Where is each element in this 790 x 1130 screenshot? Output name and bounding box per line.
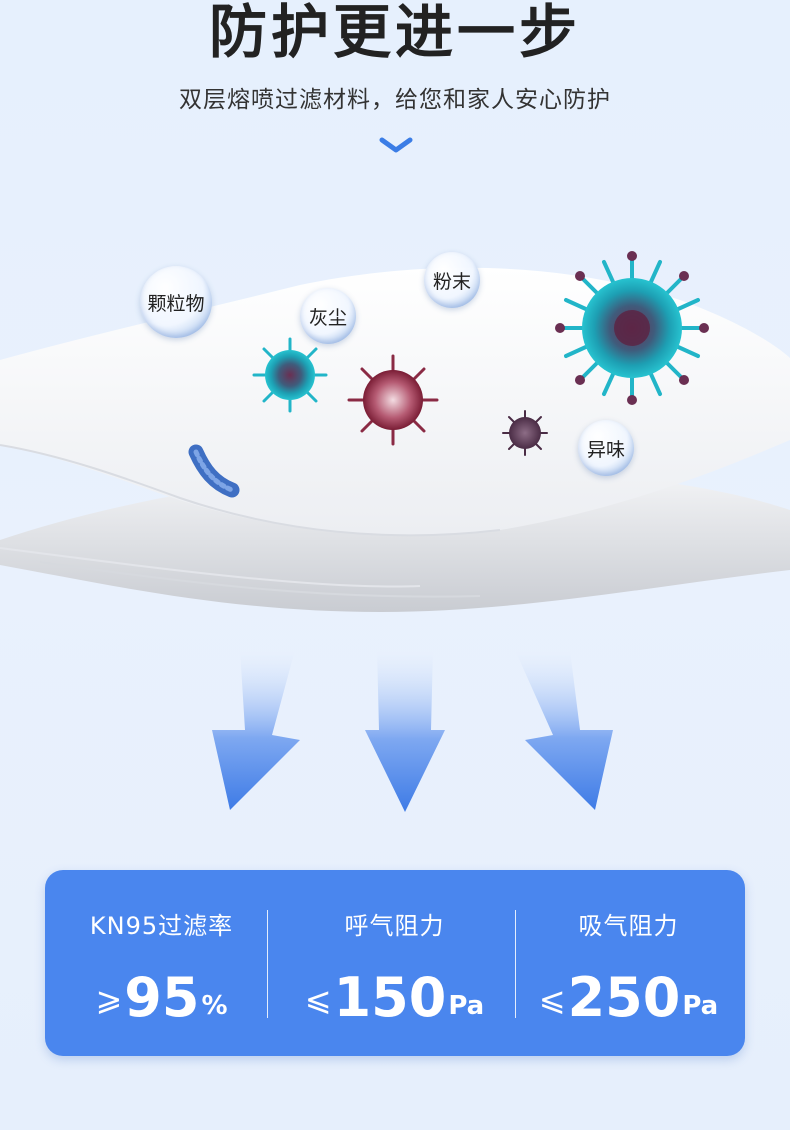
label-bubble-dust: 灰尘 bbox=[300, 288, 356, 344]
label-bubble-particles: 颗粒物 bbox=[140, 266, 212, 338]
stat-label: 呼气阻力 bbox=[344, 912, 445, 940]
stat-unit: % bbox=[201, 991, 228, 1021]
virus-cyan-small-icon bbox=[252, 337, 328, 413]
chevron-down-icon bbox=[379, 137, 413, 153]
airflow-arrow-icon bbox=[365, 650, 445, 812]
airflow-arrow-icon bbox=[212, 650, 300, 810]
virus-red-icon bbox=[347, 354, 439, 446]
stat-number: 250 bbox=[567, 966, 681, 1029]
label-bubble-odor: 异味 bbox=[578, 420, 634, 476]
stat-comparator: ⩾ bbox=[95, 980, 123, 1018]
label-bubble-powder: 粉末 bbox=[424, 252, 480, 308]
stat-filtration-rate: KN95过滤率 ⩾95% bbox=[45, 870, 278, 1056]
stat-divider bbox=[267, 910, 268, 1018]
stat-label: 吸气阻力 bbox=[578, 912, 679, 940]
stat-number: 95 bbox=[124, 966, 200, 1029]
virus-purple-small-icon bbox=[502, 410, 548, 456]
virus-cyan-large-icon bbox=[555, 251, 709, 405]
stat-inhale-resistance: 吸气阻力 ⩽250Pa bbox=[512, 870, 745, 1056]
page-subtitle: 双层熔喷过滤材料，给您和家人安心防护 bbox=[179, 87, 611, 113]
bacteria-blue-icon bbox=[188, 444, 240, 498]
stat-value: ⩽250Pa bbox=[512, 962, 745, 1042]
airflow-arrow-icon bbox=[515, 650, 613, 810]
stat-comparator: ⩽ bbox=[304, 980, 332, 1018]
filter-layers-illustration bbox=[0, 251, 790, 612]
stat-divider bbox=[515, 910, 516, 1018]
stat-exhale-resistance: 呼气阻力 ⩽150Pa bbox=[278, 870, 511, 1056]
stat-value: ⩽150Pa bbox=[278, 962, 511, 1042]
stat-label: KN95过滤率 bbox=[89, 912, 234, 940]
stat-value: ⩾95% bbox=[45, 962, 278, 1042]
stat-unit: Pa bbox=[448, 991, 485, 1021]
page-title: 防护更进一步 bbox=[208, 0, 581, 66]
stats-panel: KN95过滤率 ⩾95% 呼气阻力 ⩽150Pa 吸气阻力 ⩽250Pa bbox=[45, 870, 745, 1056]
stat-comparator: ⩽ bbox=[538, 980, 566, 1018]
stat-unit: Pa bbox=[682, 991, 719, 1021]
stat-number: 150 bbox=[333, 966, 447, 1029]
